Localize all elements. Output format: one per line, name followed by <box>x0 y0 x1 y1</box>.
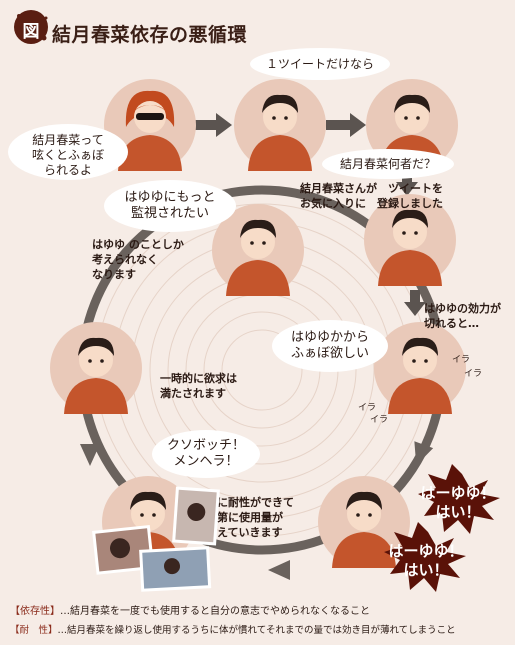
bubble-who-is: 結月春菜何者だ？ <box>339 157 436 171</box>
label-only-hayuyu: はゆゆ のことしか 考えられなく なります <box>92 238 184 281</box>
page-title: 結月春菜依存の悪循環 <box>52 24 248 46</box>
irritation-mark: イラ <box>464 369 483 379</box>
bubble-insult: クソボッチ！ メンヘラ！ <box>166 438 245 470</box>
irritation-mark: イラ <box>358 403 377 413</box>
footnote-dependence-term: 【依存性】 <box>10 606 60 617</box>
title-badge <box>14 10 48 44</box>
label-effect-wears-off: はゆゆの効力が 切れると… <box>424 302 501 330</box>
burst-chant-2: はーゆゆ！ はい！ <box>388 542 464 579</box>
footnote-tolerance: 【耐 性】…結月春菜を繰り返し使用するうちに体が慣れてそれまでの量では効き目が薄… <box>10 622 456 636</box>
title-badge-label: 図 <box>22 22 40 42</box>
label-temporarily-satisfied: 一時的に欲求は 満たされます <box>160 372 237 400</box>
footnote-tolerance-term: 【耐 性】 <box>10 625 58 636</box>
bubble-fav-rumor: 結月春菜って 呟くとふぁぼ られるよ <box>31 133 104 177</box>
label-tolerance-grows: 体に耐性ができて 次第に使用量が 増えていきます <box>206 496 294 539</box>
bubble-want-watch: はゆゆにもっと 監視されたい <box>124 190 216 222</box>
label-favorited-notice: 結月春菜さんが ツイートを お気に入りに 登録しました <box>300 182 443 210</box>
irritation-mark: イラ <box>452 355 471 365</box>
burst-chant-1: はーゆゆ！ はい！ <box>420 484 496 521</box>
footnote-dependence: 【依存性】…結月春菜を一度でも使用すると自分の意志でやめられなくなること <box>10 602 370 617</box>
bubble-one-tweet: １ツイートだけなら <box>265 57 374 71</box>
irritation-mark: イラ <box>370 415 389 425</box>
footnote-tolerance-definition: …結月春菜を繰り返し使用するうちに体が慣れてそれまでの量では効き目が薄れてしまう… <box>57 625 456 636</box>
footnote-dependence-definition: …結月春菜を一度でも使用すると自分の意志でやめられなくなること <box>60 606 370 617</box>
bubble-want-fav: はゆゆかから ふぁぼ欲しい <box>290 330 369 362</box>
